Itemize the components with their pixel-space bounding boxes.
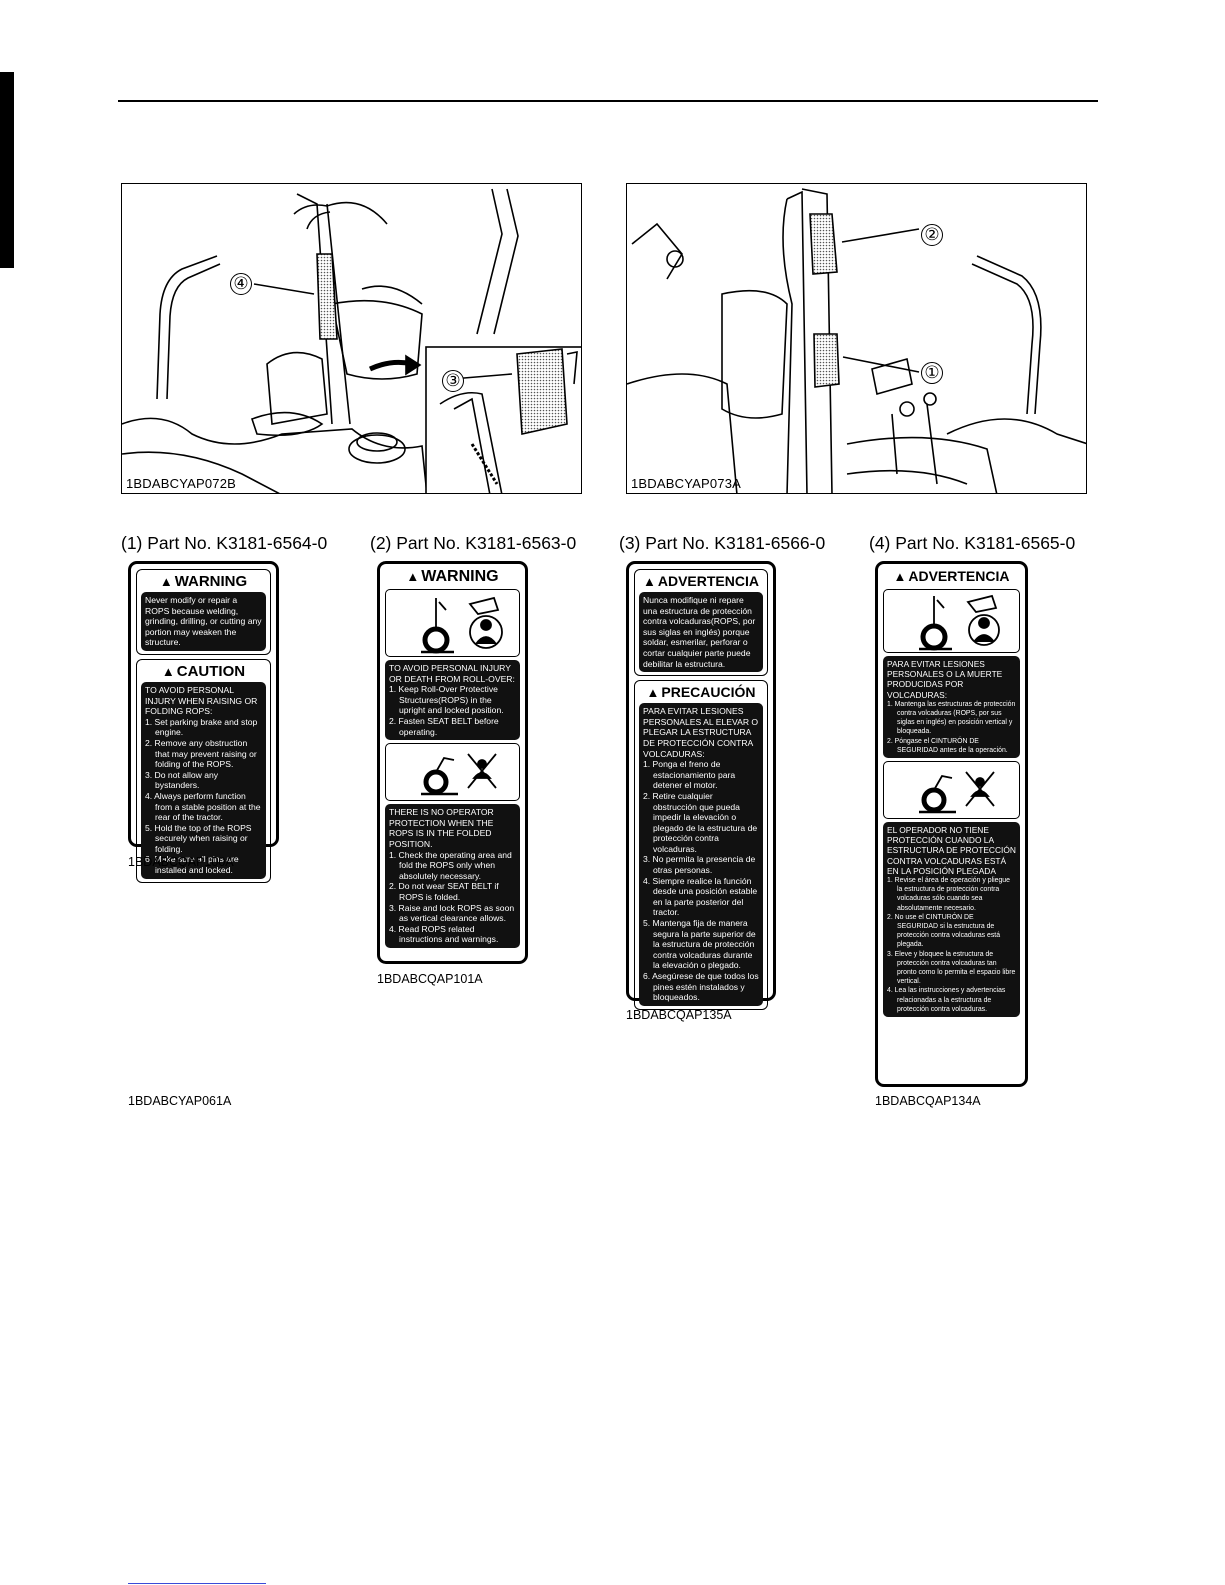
decal-1: ▲WARNING Never modify or repair a ROPS b… xyxy=(128,561,279,883)
warning-triangle-icon: ▲ xyxy=(159,574,173,589)
decal-1-signal-warning: WARNING xyxy=(174,573,248,590)
rops-folded-pictogram xyxy=(883,761,1020,820)
rops-upright-pictogram xyxy=(385,589,520,657)
warning-triangle-icon: ▲ xyxy=(161,663,175,679)
warning-triangle-icon: ▲ xyxy=(893,569,907,584)
callout-1: ① xyxy=(921,362,943,384)
footer-link-underline[interactable] xyxy=(128,1583,266,1584)
decal-2-rollover-lead: TO AVOID PERSONAL INJURY OR DEATH FROM R… xyxy=(389,663,515,684)
list-item: 5. Hold the top of the ROPS securely whe… xyxy=(145,822,252,854)
list-item: 5. Mantenga fija de manera segura la par… xyxy=(643,918,756,971)
rops-right-illustration xyxy=(627,188,1086,493)
decal-2-warning-heading: ▲WARNING xyxy=(383,567,522,586)
list-item: 6. Asegúrese de que todos los pines esté… xyxy=(643,971,759,1003)
decal-4-code: 1BDABCQAP134A xyxy=(875,1094,981,1108)
list-item: 1. Keep Roll-Over Protective Structures(… xyxy=(389,684,504,716)
decal-3-signal-advertencia: ADVERTENCIA xyxy=(657,573,759,589)
list-item: 6. Make sure all pins are installed and … xyxy=(145,854,239,876)
list-item: 4. Always perform function from a stable… xyxy=(145,790,261,823)
decal-2-rollover-text: TO AVOID PERSONAL INJURY OR DEATH FROM R… xyxy=(385,660,520,741)
decal-3-precaucion-heading: ▲PRECAUCIÓN xyxy=(637,683,765,702)
decal-2-folded-lead: THERE IS NO OPERATOR PROTECTION WHEN THE… xyxy=(389,807,494,849)
decal-3-advertencia-panel: ▲ADVERTENCIA Nunca modifique ni repare u… xyxy=(634,569,768,677)
warning-triangle-icon: ▲ xyxy=(406,569,420,584)
callout-3: ③ xyxy=(442,370,464,392)
list-item: 4. Siempre realice la función desde una … xyxy=(643,875,758,918)
decal-1-warning-panel: ▲WARNING Never modify or repair a ROPS b… xyxy=(136,569,271,655)
rops-right-figure: ② ① 1BDABCYAP073A xyxy=(626,183,1087,494)
decal-3-advertencia-heading: ▲ADVERTENCIA xyxy=(637,572,765,591)
decal-1-caution-lead: TO AVOID PERSONAL INJURY WHEN RAISING OR… xyxy=(145,684,258,717)
part-heading-2: (2) Part No. K3181-6563-0 xyxy=(370,533,577,553)
part-heading-3: (3) Part No. K3181-6566-0 xyxy=(619,533,826,553)
decal-3-advertencia-text: Nunca modifique ni repare una estructura… xyxy=(639,592,763,673)
decal-3: ▲ADVERTENCIA Nunca modifique ni repare u… xyxy=(626,561,776,1010)
list-item: 3. Eleve y bloquee la estructura de prot… xyxy=(887,950,1016,986)
callout-4: ④ xyxy=(230,273,252,295)
list-item: 3. No permita la presencia de otras pers… xyxy=(643,854,756,876)
list-item: 2. Fasten SEAT BELT before operating. xyxy=(389,715,499,737)
part-heading-1: (1) Part No. K3181-6564-0 xyxy=(121,533,328,553)
decal-3-signal-precaucion: PRECAUCIÓN xyxy=(661,684,756,701)
list-item: 2. Retire cualquier obstrucción que pued… xyxy=(643,790,758,854)
decal-4-signal: ADVERTENCIA xyxy=(908,568,1010,584)
figure-set-code: 1BDABCYAP061A xyxy=(128,1094,232,1108)
decal-1-code: 1BDABCQAP100A xyxy=(128,855,234,869)
header-rule xyxy=(118,100,1098,102)
decal-3-precaucion-text: PARA EVITAR LESIONES PERSONALES AL ELEVA… xyxy=(639,703,763,1006)
rops-upright-pictogram xyxy=(883,589,1020,653)
decal-1-caution-heading: ▲CAUTION xyxy=(139,662,268,681)
list-item: 2. Do not wear SEAT BELT if ROPS is fold… xyxy=(389,881,499,902)
rops-folded-pictogram xyxy=(385,743,520,802)
decal-4-folded-lead: EL OPERADOR NO TIENE PROTECCIÓN CUANDO L… xyxy=(887,825,1016,876)
list-item: 1. Check the operating area and fold the… xyxy=(389,849,512,881)
right-figure-code: 1BDABCYAP073A xyxy=(631,476,742,491)
decal-1-caution-panel: ▲CAUTION TO AVOID PERSONAL INJURY WHEN R… xyxy=(136,658,271,883)
decal-4-advertencia-heading: ▲ADVERTENCIA xyxy=(881,567,1022,586)
list-item: 3. Raise and lock ROPS as soon as vertic… xyxy=(389,902,515,924)
list-item: 4. Lea las instrucciones y advertencias … xyxy=(887,987,1006,1013)
list-item: 1. Revise el área de operación y pliegue… xyxy=(887,877,1010,912)
decal-4-rollover-lead: PARA EVITAR LESIONES PERSONALES O LA MUE… xyxy=(887,659,1003,700)
decal-2-signal: WARNING xyxy=(421,568,499,585)
decal-1-warning-text: Never modify or repair a ROPS because we… xyxy=(141,592,266,651)
list-item: 2. Póngase el CINTURÓN DE SEGURIDAD ante… xyxy=(887,737,1008,754)
decal-1-caution-text: TO AVOID PERSONAL INJURY WHEN RAISING OR… xyxy=(141,681,266,879)
decal-1-signal-caution: CAUTION xyxy=(176,662,246,680)
decal-4: ▲ADVERTENCIA PARA EVITAR LESIONES PERSON… xyxy=(875,561,1028,1087)
part-heading-4: (4) Part No. K3181-6565-0 xyxy=(869,533,1076,553)
decal-2-code: 1BDABCQAP101A xyxy=(377,972,483,986)
rops-left-illustration xyxy=(122,188,581,493)
list-item: 3. Do not allow any bystanders. xyxy=(145,769,219,791)
list-item: 4. Read ROPS related instructions and wa… xyxy=(389,923,499,945)
decal-2-folded-text: THERE IS NO OPERATOR PROTECTION WHEN THE… xyxy=(385,804,520,948)
list-item: 1. Ponga el freno de estacionamiento par… xyxy=(643,759,736,791)
list-item: 1. Set parking brake and stop engine. xyxy=(145,716,258,738)
warning-triangle-icon: ▲ xyxy=(646,685,660,701)
warning-triangle-icon: ▲ xyxy=(643,574,656,589)
decal-4-rollover-text: PARA EVITAR LESIONES PERSONALES O LA MUE… xyxy=(883,656,1020,759)
list-item: 1. Mantenga las estructuras de protecció… xyxy=(887,700,1016,736)
decal-3-precaucion-panel: ▲PRECAUCIÓN PARA EVITAR LESIONES PERSONA… xyxy=(634,680,768,1010)
list-item: 2. Remove any obstruction that may preve… xyxy=(145,737,257,770)
decal-4-folded-text: EL OPERADOR NO TIENE PROTECCIÓN CUANDO L… xyxy=(883,822,1020,1018)
decal-1-warning-heading: ▲WARNING xyxy=(139,572,268,591)
section-tab xyxy=(0,72,14,268)
left-figure-code: 1BDABCYAP072B xyxy=(126,476,237,491)
list-item: 2. No use el CINTURÓN DE SEGURIDAD si la… xyxy=(887,913,1001,949)
callout-2: ② xyxy=(921,224,943,246)
rops-left-figure: ④ ③ 1BDABCYAP072B xyxy=(121,183,582,494)
decal-3-code: 1BDABCQAP135A xyxy=(626,1008,732,1022)
decal-2: ▲WARNING TO AVOID PERSONAL INJURY OR DEA… xyxy=(377,561,528,964)
decal-3-precaucion-lead: PARA EVITAR LESIONES PERSONALES AL ELEVA… xyxy=(643,706,759,759)
